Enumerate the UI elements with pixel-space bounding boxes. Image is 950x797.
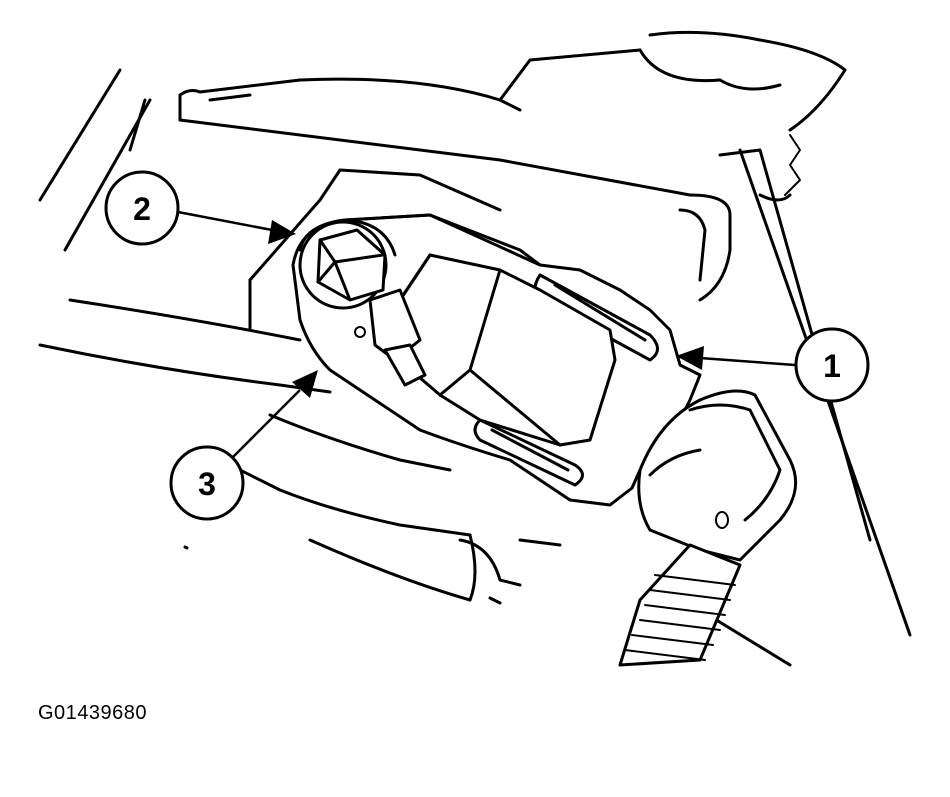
sensor-cable-connector bbox=[618, 389, 798, 667]
callout-2: 2 bbox=[104, 170, 296, 246]
conduit-ribs bbox=[624, 574, 736, 661]
mounting-bolt bbox=[298, 220, 388, 338]
callout-1-label: 1 bbox=[823, 348, 841, 384]
figure-id: G01439680 bbox=[38, 702, 148, 724]
sensor-connector-body bbox=[368, 253, 617, 447]
callout-3: 3 bbox=[169, 370, 318, 521]
retaining-clip-slots bbox=[473, 273, 659, 487]
callout-2-label: 2 bbox=[133, 191, 151, 227]
callout-1: 1 bbox=[676, 327, 870, 403]
callout-3-label: 3 bbox=[198, 466, 216, 502]
